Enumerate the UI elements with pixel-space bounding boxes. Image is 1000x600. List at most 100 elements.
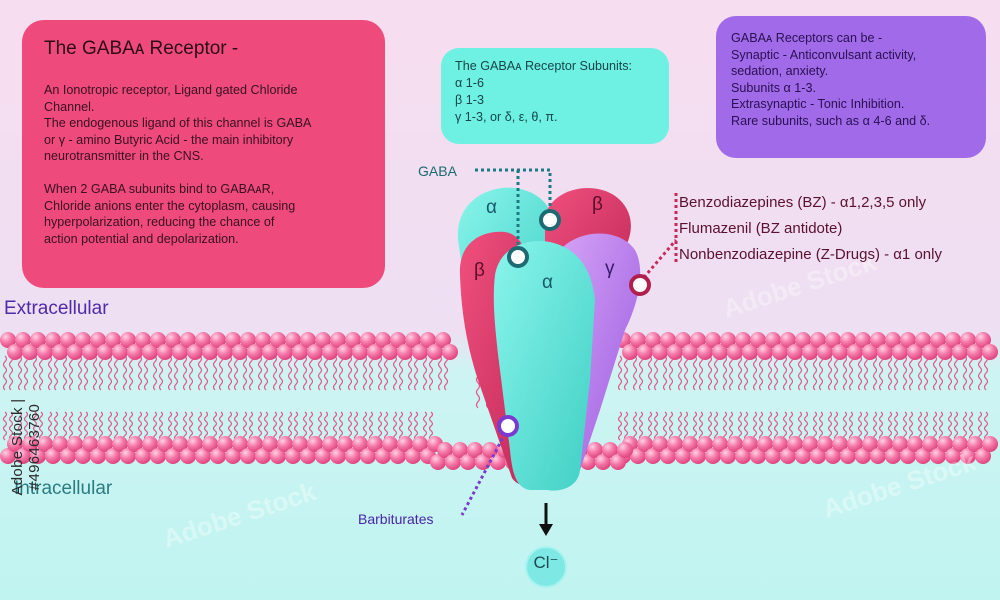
types-line: Extrasynaptic - Tonic Inhibition.	[731, 97, 905, 112]
lipid-head	[900, 332, 916, 348]
lipid-head	[337, 436, 353, 452]
lipid-tail	[773, 411, 779, 441]
lipid-head	[795, 332, 811, 348]
lipid-tail	[833, 411, 839, 441]
lipid-head	[937, 344, 953, 360]
gaba-connector	[475, 168, 552, 212]
lipid-tail	[308, 355, 314, 391]
lipid-head	[300, 448, 316, 464]
lipid-head	[705, 448, 721, 464]
lipid-tail	[737, 411, 743, 441]
lipid-head	[52, 436, 68, 452]
lipid-tail	[98, 411, 104, 441]
lipid-tail	[887, 411, 893, 441]
lipid-tail	[653, 355, 659, 391]
intro-line: hyperpolarization, reducing the chance o…	[44, 215, 275, 229]
lipid-head	[855, 448, 871, 464]
lipid-tail	[917, 355, 923, 391]
lipid-tail	[32, 411, 38, 441]
lipid-tail	[53, 355, 59, 391]
chloride-ion-label: Cl⁻	[533, 553, 559, 572]
lipid-tail	[302, 411, 308, 441]
lipid-head	[900, 448, 916, 464]
lipid-tail	[368, 411, 374, 441]
lipid-tail	[413, 411, 419, 441]
lipid-head	[750, 332, 766, 348]
intro-title: The GABAᴀ Receptor -	[44, 38, 239, 59]
subunits-line: β 1-3	[455, 93, 484, 107]
lipid-tail	[848, 411, 854, 441]
lipid-head	[390, 448, 406, 464]
lipid-tail	[137, 411, 143, 441]
lipid-head	[637, 344, 653, 360]
lipid-head	[195, 448, 211, 464]
lipid-head	[982, 344, 998, 360]
lipid-tail	[818, 355, 824, 391]
lipid-head	[322, 436, 338, 452]
benzodiazepines-label: Benzodiazepines (BZ) - α1,2,3,5 only	[679, 194, 927, 211]
lipid-head	[922, 436, 938, 452]
lipid-head	[667, 344, 683, 360]
lipid-head	[90, 332, 106, 348]
lipid-head	[787, 436, 803, 452]
lipid-head	[930, 448, 946, 464]
types-line: sedation, anxiety.	[731, 64, 829, 79]
lipid-head	[240, 332, 256, 348]
lipid-head	[780, 332, 796, 348]
lipid-head	[630, 332, 646, 348]
lipid-head	[360, 332, 376, 348]
lipid-head	[202, 436, 218, 452]
lipid-tail	[167, 411, 173, 441]
lipid-head	[292, 436, 308, 452]
lipid-tail	[182, 411, 188, 441]
lipid-tail	[848, 355, 854, 391]
lipid-head	[825, 448, 841, 464]
lipid-tail	[38, 355, 44, 391]
lipid-tail	[188, 355, 194, 391]
lipid-head	[217, 436, 233, 452]
lipid-head	[157, 344, 173, 360]
lipid-head	[367, 344, 383, 360]
lipid-tail	[407, 355, 413, 391]
subunits-line: γ 1-3, or δ, ε, θ, π.	[455, 110, 558, 124]
lipid-tail	[932, 355, 938, 391]
lipid-head	[75, 448, 91, 464]
barbiturate-binding-site	[497, 415, 519, 437]
lipid-tail	[632, 411, 638, 441]
lipid-head	[862, 344, 878, 360]
lipid-head	[172, 344, 188, 360]
lipid-tail	[332, 355, 338, 391]
lipid-tail	[17, 355, 23, 391]
lipid-head	[247, 344, 263, 360]
lipid-tail	[347, 355, 353, 391]
lipid-head	[382, 436, 398, 452]
lipid-head	[840, 332, 856, 348]
lipid-head	[952, 436, 968, 452]
lipid-tail	[743, 411, 749, 441]
extracellular-label: Extracellular	[4, 298, 109, 319]
lipid-tail	[413, 355, 419, 391]
lipid-tail	[383, 411, 389, 441]
lipid-head	[637, 436, 653, 452]
lipid-head	[757, 436, 773, 452]
lipid-head	[375, 332, 391, 348]
lipid-tail	[947, 411, 953, 441]
lipid-head	[690, 332, 706, 348]
lipid-head	[862, 436, 878, 452]
lipid-head	[405, 448, 421, 464]
lipid-head	[360, 448, 376, 464]
lipid-tail	[422, 411, 428, 441]
lipid-tail	[2, 411, 8, 441]
lipid-tail	[113, 355, 119, 391]
lipid-tail	[428, 411, 434, 441]
lipid-head	[622, 344, 638, 360]
lipid-tail	[392, 411, 398, 441]
lipid-head	[105, 448, 121, 464]
lipid-head	[345, 448, 361, 464]
lipid-head	[22, 436, 38, 452]
lipid-head	[127, 436, 143, 452]
lipid-head	[757, 344, 773, 360]
lipid-head	[795, 448, 811, 464]
lipid-tail	[92, 355, 98, 391]
